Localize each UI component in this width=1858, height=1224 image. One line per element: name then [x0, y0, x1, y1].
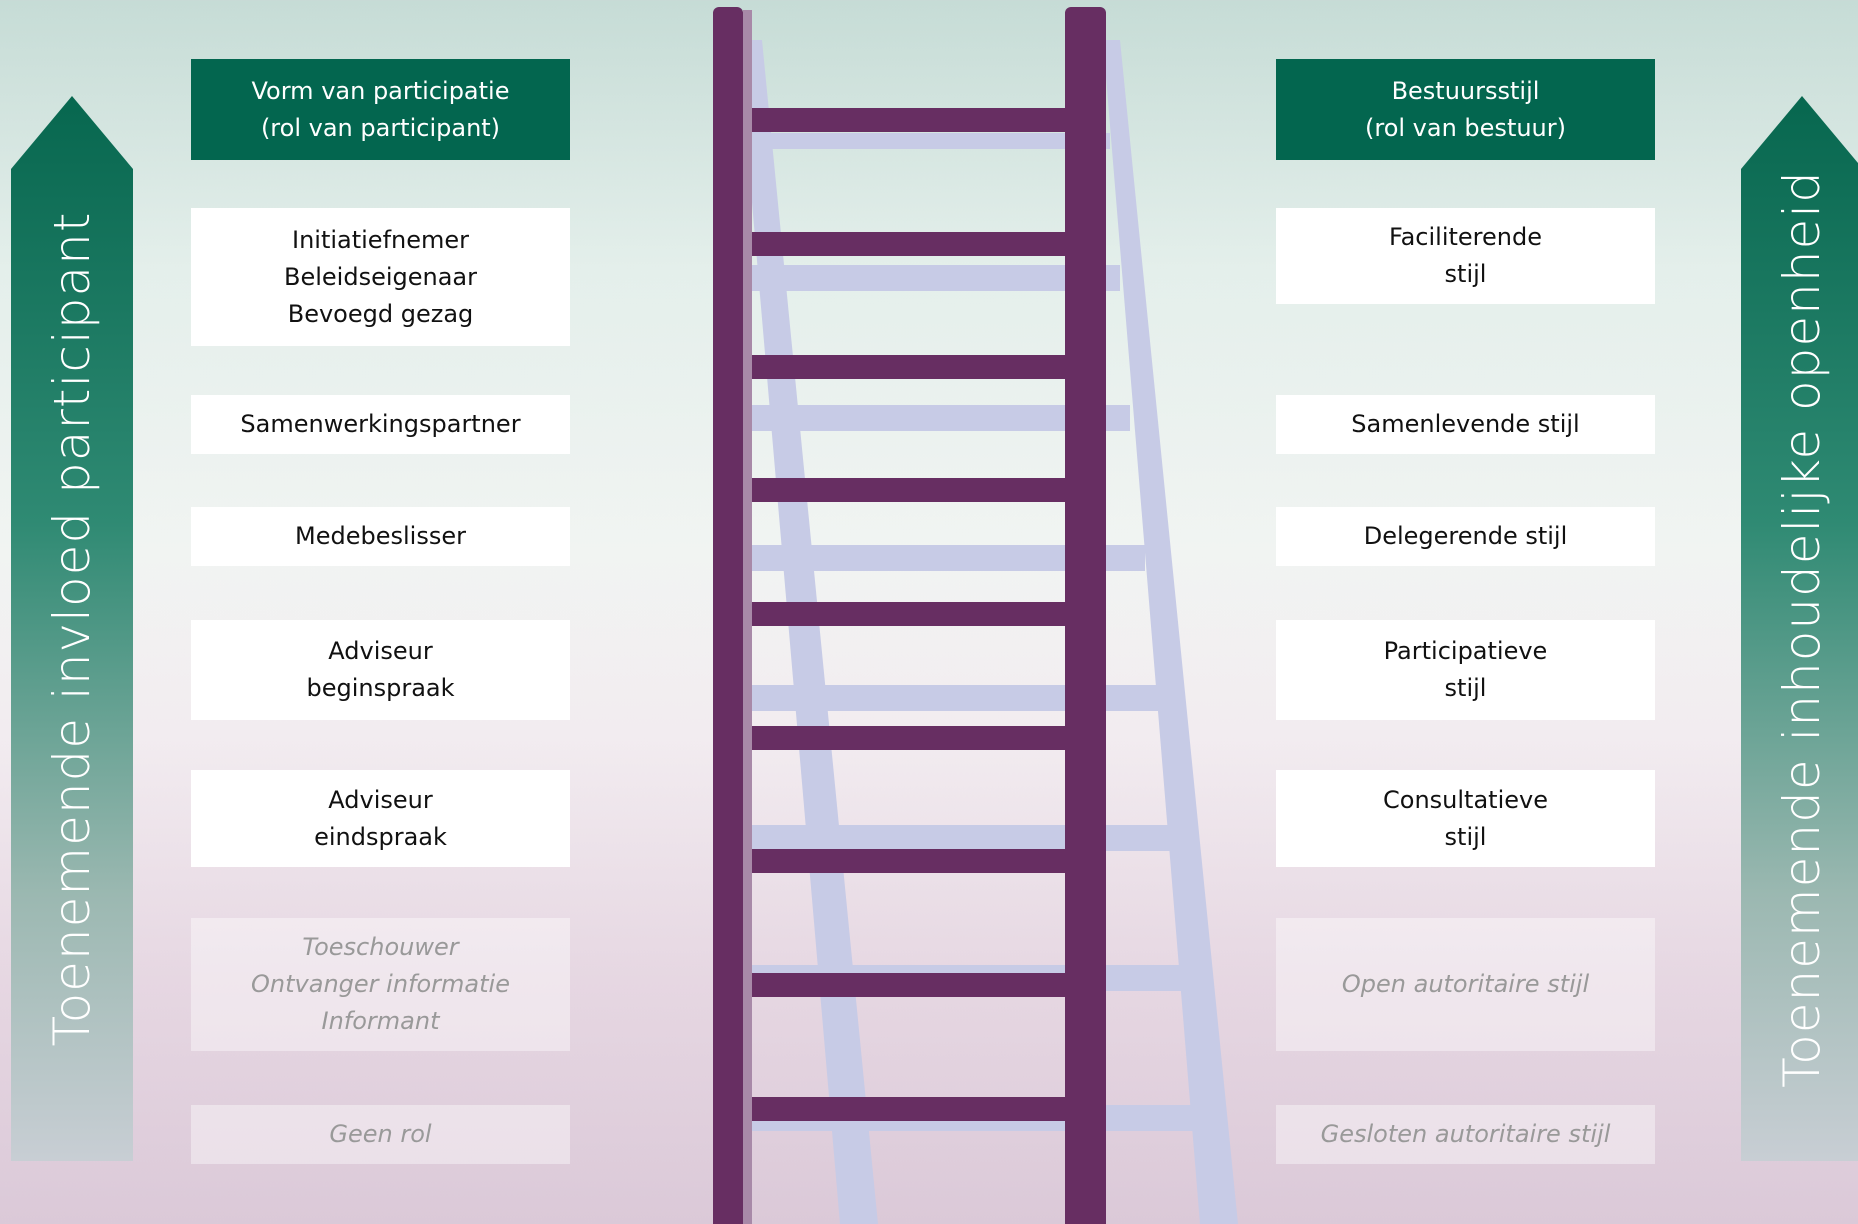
style-delegating: Delegerende stijl [1276, 507, 1655, 566]
role-spectator: Toeschouwer Ontvanger informatie Informa… [191, 918, 570, 1051]
participation-ladder-illustration [713, 7, 1238, 1224]
role-initiator: Initiatiefnemer Beleidseigenaar Bevoegd … [191, 208, 570, 346]
style-facilitating: Faciliterende stijl [1276, 208, 1655, 304]
role-partner: Samenwerkingspartner [191, 395, 570, 454]
left-influence-arrow: Toenemende invloed participant [11, 96, 133, 1161]
arrow-label-openness: Toenemende inhoudelijke openheid [1773, 169, 1831, 1088]
rail-highlight [743, 10, 752, 1224]
right-openness-arrow: Toenemende inhoudelijke openheid [1741, 96, 1858, 1161]
back-ladder [738, 40, 1238, 1224]
style-cooperative: Samenlevende stijl [1276, 395, 1655, 454]
role-advisor-late: Adviseur eindspraak [191, 770, 570, 867]
governance-header: Bestuursstijl (rol van bestuur) [1276, 59, 1655, 160]
style-participative: Participatieve stijl [1276, 620, 1655, 720]
role-advisor-early: Adviseur beginspraak [191, 620, 570, 720]
role-co-decider: Medebeslisser [191, 507, 570, 566]
role-none: Geen rol [191, 1105, 570, 1164]
style-consultative: Consultatieve stijl [1276, 770, 1655, 867]
up-arrow-icon [1741, 96, 1858, 1161]
front-ladder [713, 7, 1106, 1224]
style-closed-authoritarian: Gesloten autoritaire stijl [1276, 1105, 1655, 1164]
up-arrow-icon [11, 96, 133, 1161]
participation-header: Vorm van participatie (rol van participa… [191, 59, 570, 160]
style-open-authoritarian: Open autoritaire stijl [1276, 918, 1655, 1051]
arrow-label-influence: Toenemende invloed participant [43, 211, 101, 1046]
